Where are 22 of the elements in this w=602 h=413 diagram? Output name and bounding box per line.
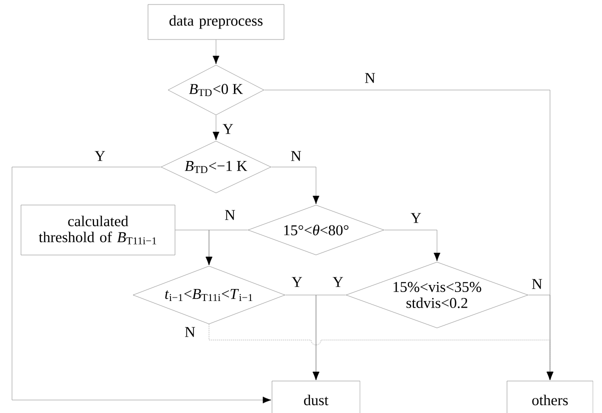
edge-label: Y: [290, 276, 304, 288]
edge-label: Y: [222, 123, 234, 135]
process-box: calculated threshold of B$_{T11i−1}$: [20, 204, 176, 256]
arrow: [312, 294, 346, 380]
arrow: [175, 230, 212, 266]
edge-label: Y: [332, 276, 344, 288]
process-box: dust: [272, 380, 360, 413]
arrow: [212, 40, 220, 64]
arrow: [212, 115, 220, 140]
edge-label: N: [184, 326, 196, 338]
process-box: data preprocess: [148, 4, 284, 40]
arrow: [12, 166, 272, 404]
arrow: [208, 324, 554, 380]
arrow: [384, 230, 440, 262]
process-box: others: [506, 380, 594, 413]
arrow: [271, 166, 320, 204]
edge-label: N: [364, 72, 376, 84]
edge-label: N: [224, 209, 236, 221]
edge-label: N: [530, 278, 544, 290]
edge-label: N: [290, 150, 302, 162]
edge-label: Y: [410, 212, 422, 224]
edge-label: Y: [94, 150, 106, 162]
